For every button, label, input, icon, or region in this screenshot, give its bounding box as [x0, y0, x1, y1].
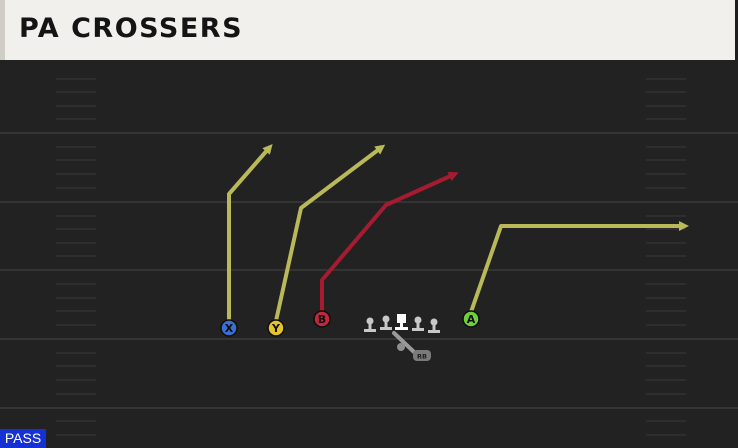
receiver-b-icon: [313, 310, 331, 328]
play-title: PA CROSSERS: [19, 13, 244, 44]
running-back: RB: [413, 350, 431, 361]
play-diagram: RB X Y B A: [0, 78, 738, 436]
receiver-b-label: B: [318, 313, 326, 326]
route-x: [227, 143, 273, 321]
receiver-a-icon: [462, 310, 480, 328]
left-guard-icon: [380, 315, 392, 330]
right-guard-icon: [412, 316, 424, 331]
left-tackle-icon: [364, 317, 376, 332]
quarterback-icon: [397, 343, 405, 351]
right-tackle-icon: [428, 318, 440, 333]
receiver-y-label: Y: [271, 322, 281, 335]
receiver-a-label: A: [467, 313, 476, 326]
receiver-b: B: [313, 310, 331, 328]
receiver-a: A: [462, 310, 480, 328]
play-type-badge: PASS: [0, 429, 46, 448]
header-bar: PA CROSSERS: [0, 0, 735, 60]
receiver-y: Y: [267, 319, 285, 337]
yard-lines: [0, 132, 738, 409]
receiver-x: X: [220, 319, 238, 337]
center-icon: [395, 314, 408, 330]
route-a: [469, 221, 689, 313]
running-back-label: RB: [417, 353, 427, 361]
play-action-fake-path: [392, 331, 416, 354]
receiver-x-icon: [220, 319, 238, 337]
receiver-x-label: X: [225, 322, 234, 335]
route-y: [274, 144, 386, 322]
receiver-y-icon: [267, 319, 285, 337]
offensive-line: [364, 314, 440, 333]
hash-marks: [56, 78, 686, 436]
play-field: RB X Y B A: [0, 60, 738, 448]
route-b: [320, 171, 459, 312]
